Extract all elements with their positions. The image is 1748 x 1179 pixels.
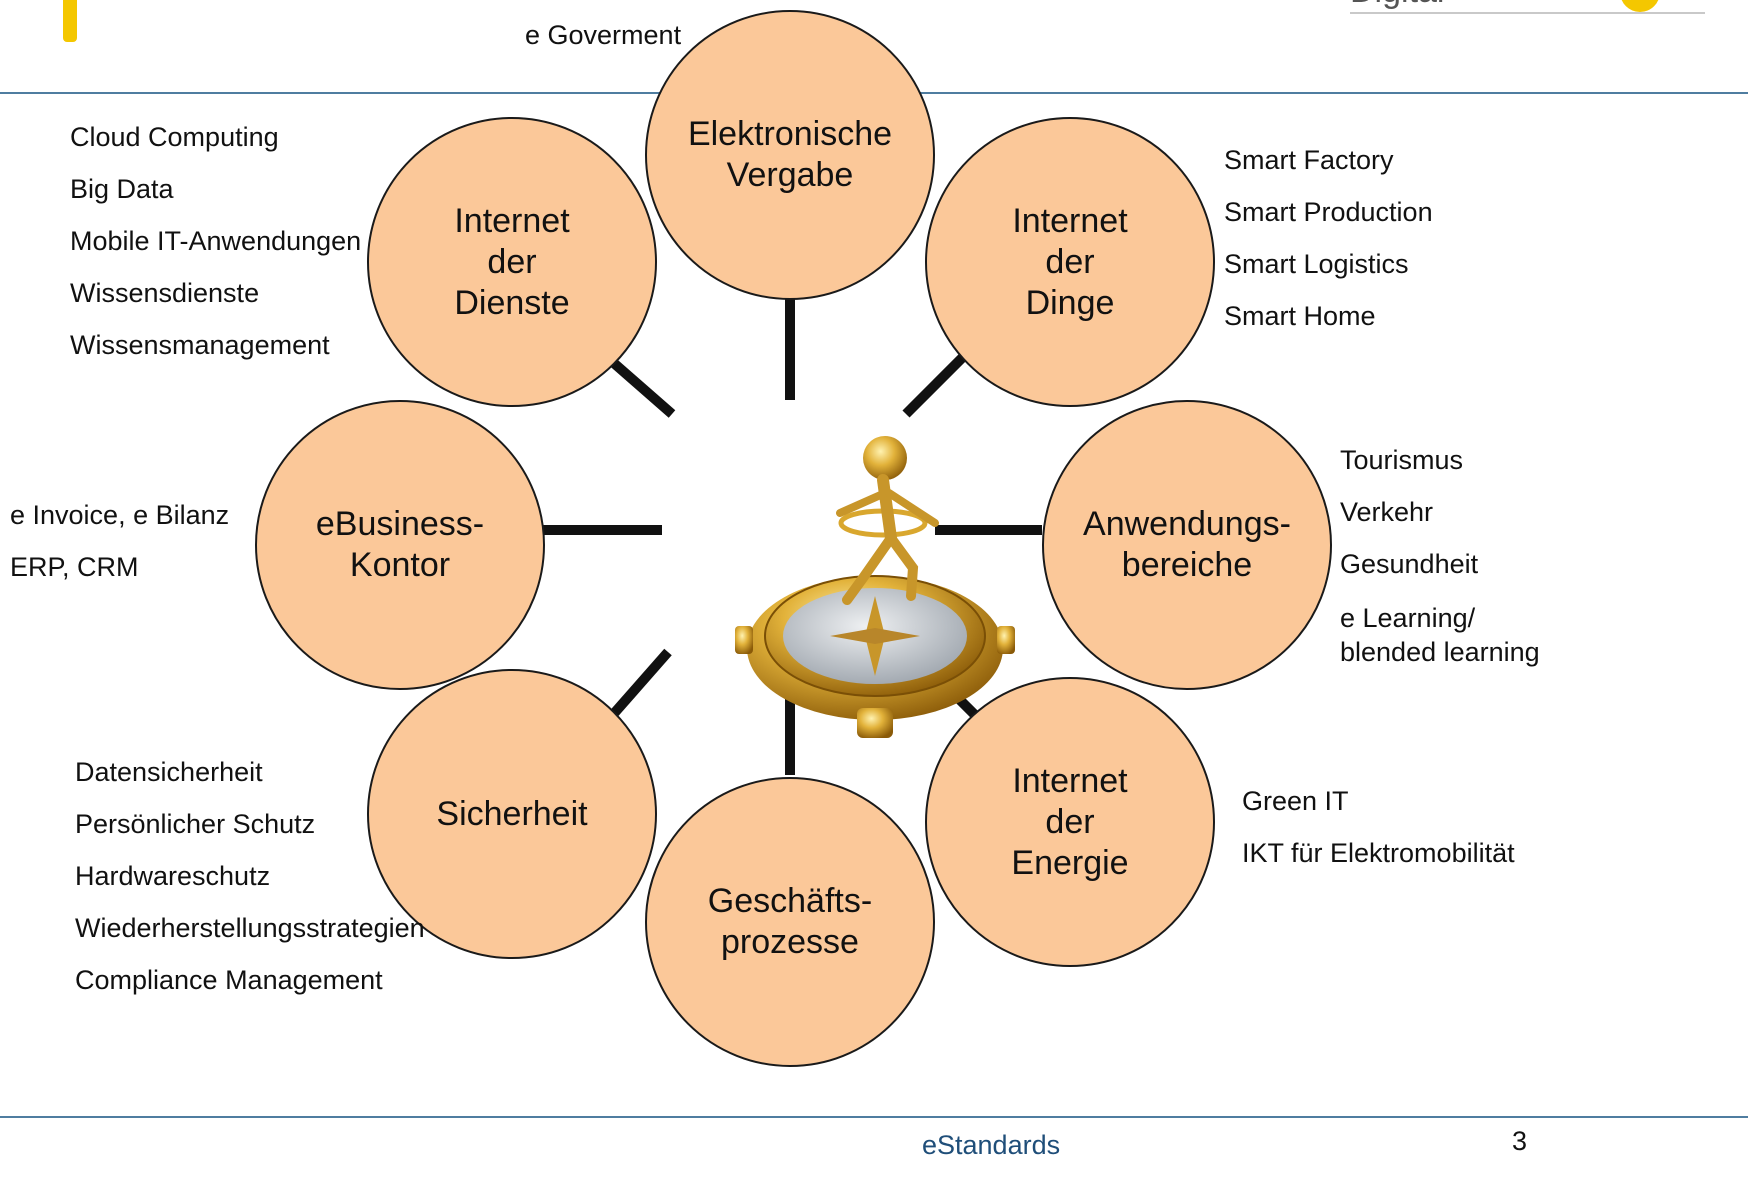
list-item: Smart Logistics [1224,249,1409,279]
list-kontor: e Invoice, e Bilanz ERP, CRM [10,500,229,604]
list-sicherheit: Datensicherheit Persönlicher Schutz Hard… [75,757,425,1017]
topic-circle: Sicherheit [367,669,657,959]
topic-label: Internet der Energie [1011,761,1129,882]
topic-circle: Elektronische Vergabe [645,10,935,300]
list-item: Wiederherstellungsstrategien [75,913,425,943]
list-item: Gesundheit [1340,549,1479,579]
connector-spoke [606,648,672,722]
list-item: Mobile IT-Anwendungen [70,226,362,256]
brand-text: Digital [1350,0,1444,11]
topic-label: eBusiness- Kontor [315,505,485,584]
brand-logo-mark [1620,0,1660,12]
list-item: e Goverment [525,20,682,50]
list-item: Cloud Computing [70,122,279,152]
footer-title: eStandards [922,1130,1061,1160]
list-item: Verkehr [1340,497,1434,527]
footer-rule [0,1116,1748,1118]
topic-circle: Internet der Energie [925,677,1215,967]
topic-circle: Geschäfts- prozesse [645,777,935,1067]
topic-label: Elektronische Vergabe [687,115,893,194]
list-item: Persönlicher Schutz [75,809,316,839]
list-dinge: Smart Factory Smart Production Smart Log… [1224,145,1433,353]
list-item: Wissensmanagement [70,330,330,360]
list-dienste: Cloud Computing Big Data Mobile IT-Anwen… [70,122,361,382]
topic-label: Internet der Dinge [1012,201,1128,322]
topic-circle: Anwendungs- bereiche [1042,400,1332,690]
topic-label: Internet der Dienste [454,201,570,322]
topic-circle: Internet der Dinge [925,117,1215,407]
list-item: e Learning/ blended learning [1340,603,1540,667]
list-item: Wissensdienste [70,278,260,308]
connector-spoke [604,354,676,418]
list-energie: Green IT IKT für Elektromobilität [1242,786,1515,890]
list-item: Tourismus [1340,445,1464,475]
list-item: Smart Factory [1224,145,1394,175]
topic-circle: eBusiness- Kontor [255,400,545,690]
list-item: Smart Home [1224,301,1376,331]
list-egovernment: e Goverment [525,20,681,72]
list-item: ERP, CRM [10,552,139,582]
page-number: 3 [1512,1126,1528,1156]
compass-figure [735,428,1015,758]
connector-spoke [530,525,662,535]
list-item: Hardwareschutz [75,861,271,891]
connector-spoke [935,525,1042,535]
brand-underline [1350,12,1705,14]
list-item: Datensicherheit [75,757,263,787]
list-item: Green IT [1242,786,1349,816]
list-anwendung: Tourismus Verkehr Gesundheit e Learning/… [1340,445,1540,691]
topic-circle: Internet der Dienste [367,117,657,407]
list-item: IKT für Elektromobilität [1242,838,1515,868]
list-item: e Invoice, e Bilanz [10,500,230,530]
topic-label: Sicherheit [436,794,588,833]
topic-label: Anwendungs- bereiche [1083,505,1291,584]
list-item: Smart Production [1224,197,1433,227]
list-item: Compliance Management [75,965,383,995]
topic-label: Geschäfts- prozesse [707,882,873,961]
list-item: Big Data [70,174,174,204]
logo-bar [63,0,77,42]
